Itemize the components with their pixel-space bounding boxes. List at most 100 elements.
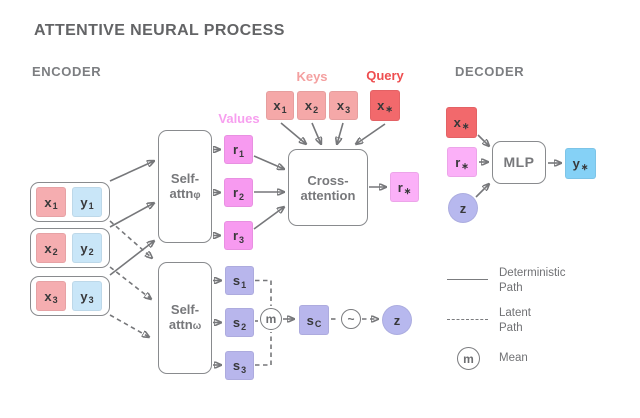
decoder-section-label: DECODER [455, 64, 525, 79]
page-title: ATTENTIVE NEURAL PROCESS [34, 22, 285, 39]
r1-label: r [232, 142, 239, 157]
arrow-decoder-xstar-to-mlp [477, 134, 489, 146]
values-annotation: Values [218, 111, 260, 126]
context-y3-subscript: 3 [88, 295, 94, 305]
mean-operator-circle: m [260, 308, 282, 330]
query-xstar-node: x∗ [370, 90, 400, 121]
mlp-box: MLP [492, 141, 546, 184]
sample-operator-label: ~ [347, 312, 355, 326]
cross-attention-line2: attention [300, 187, 356, 203]
context-x1-label: x [44, 194, 52, 210]
decoder-rstar-label: r [455, 154, 461, 170]
legend-latent-line1: Latent [499, 307, 531, 319]
decoder-ystar-label: y [572, 156, 580, 171]
legend-mean-label: Mean [499, 352, 528, 364]
sc-label: s [306, 312, 314, 328]
arrow-key2-to-crossattention [311, 122, 321, 144]
key-x3-label: x [336, 98, 345, 113]
context-x1-subscript: 1 [52, 201, 58, 211]
s3-label: s [232, 358, 241, 373]
context-y1-label: y [80, 194, 88, 210]
sample-operator-circle: ~ [341, 309, 361, 329]
arrow-decoder-z-to-mlp [475, 184, 489, 198]
s1-label: s [232, 273, 241, 288]
legend-latent-line2: Path [499, 322, 523, 334]
context-x3-label: x [44, 288, 52, 304]
self-attn-phi-subscript: φ [193, 189, 201, 201]
context-y2-label: y [80, 240, 88, 256]
self-attn-omega-subscript: ω [192, 321, 202, 332]
self-attn-phi-box: Self- attnφ [158, 130, 212, 243]
encoder-rstar-node: r∗ [390, 172, 419, 202]
encoder-z-node: z [382, 305, 412, 335]
s1-subscript: 1 [241, 279, 247, 290]
arrow-context2-to-selfattn-phi [109, 203, 154, 228]
key-x1-label: x [273, 98, 281, 113]
arrow-key3-to-crossattention [337, 122, 344, 144]
self-attn-omega-line2-text: attn [168, 317, 193, 332]
arrow-context1-to-selfattn-omega [109, 220, 152, 258]
s2-label: s [232, 315, 241, 330]
key-x2-label: x [304, 98, 313, 113]
r3-subscript: 3 [239, 234, 245, 245]
arrow-r3-to-crossattention [253, 207, 284, 230]
query-annotation: Query [366, 68, 404, 83]
self-attn-phi-line2-text: attn [169, 185, 194, 201]
decoder-ystar-node: y∗ [565, 148, 596, 179]
legend-deterministic-line [447, 279, 488, 280]
context-x2-label: x [44, 240, 52, 256]
arrow-r1-to-crossattention [253, 155, 284, 169]
encoder-rstar-label: r [397, 179, 403, 195]
connector-s3-to-mean [255, 332, 272, 366]
encoder-z-label: z [393, 312, 401, 328]
decoder-xstar-subscript: ∗ [461, 121, 470, 131]
decoder-xstar-label: x [453, 115, 461, 130]
keys-annotation: Keys [296, 69, 328, 84]
context-x2-subscript: 2 [52, 247, 58, 257]
cross-attention-box: Cross- attention [288, 149, 368, 226]
legend-latent-line [447, 319, 488, 320]
arrow-key1-to-crossattention [280, 122, 306, 144]
decoder-ystar-subscript: ∗ [580, 162, 589, 172]
arrow-context1-to-selfattn-phi [109, 161, 154, 182]
legend-deterministic-label: Deterministic Path [499, 266, 565, 296]
arrow-context3-to-selfattn-phi [109, 241, 154, 276]
self-attn-omega-line1: Self- [170, 302, 200, 317]
decoder-rstar-subscript: ∗ [461, 160, 469, 171]
decoder-z-label: z [459, 200, 467, 216]
arrow-context2-to-selfattn-omega [109, 266, 151, 299]
key-x1-subscript: 1 [281, 104, 287, 115]
encoder-section-label: ENCODER [32, 64, 102, 79]
legend-mean-symbol: m [463, 351, 474, 366]
legend-latent-label: Latent Path [499, 306, 531, 336]
s3-subscript: 3 [241, 364, 247, 375]
query-xstar-label: x [377, 98, 385, 113]
legend-deterministic-line2: Path [499, 282, 523, 294]
legend-deterministic-line1: Deterministic [499, 267, 566, 279]
decoder-z-node: z [448, 193, 478, 223]
arrow-context3-to-selfattn-omega [109, 314, 149, 337]
self-attn-omega-line2: attnω [169, 317, 201, 334]
r2-label: r [232, 185, 239, 200]
decoder-rstar-node: r∗ [447, 147, 477, 177]
r3-label: r [232, 228, 239, 243]
r1-subscript: 1 [239, 148, 245, 159]
key-x3-subscript: 3 [345, 104, 351, 115]
sc-subscript: C [314, 319, 322, 329]
query-xstar-subscript: ∗ [385, 104, 393, 114]
